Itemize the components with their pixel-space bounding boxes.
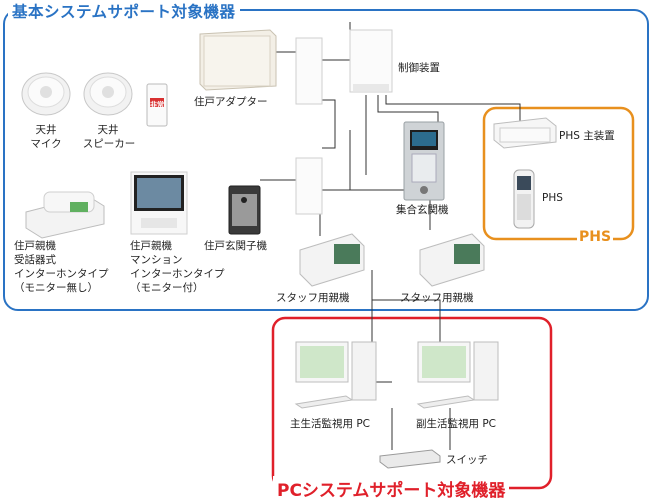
ceiling-mic-label-1: 天井 [35,124,57,136]
unit-master-1-line-4: （モニター無し） [14,282,98,294]
switch-device [379,449,441,469]
phs-handset-label: PHS [542,192,563,204]
ceiling-mic-device [21,72,71,116]
staff-master-device-1 [299,233,365,287]
terminal-box-2 [295,157,323,215]
ceiling-speaker-label-2: スピーカー [82,138,136,150]
phs-group-frame [482,106,635,241]
emergency-button-device [146,83,168,127]
adapter-device [199,29,277,91]
unit-master-handset-device [25,191,105,239]
main-pc-label: 主生活監視用 PC [290,418,371,430]
sub-pc-device [416,341,499,409]
controller-label: 制御装置 [398,62,440,74]
basic-group-frame [3,9,649,311]
phs-main-device [493,117,557,149]
unit-master-2-line-3: インターホンタイプ [130,268,225,280]
door-station-label: 住戸玄関子機 [204,240,267,252]
phs-group-title: PHS [577,229,614,245]
ceiling-speaker-label-1: 天井 [97,124,119,136]
phs-handset-device [513,169,535,229]
door-station-device [228,185,261,235]
unit-master-2-line-2: マンション [130,254,183,266]
staff-master-2-label: スタッフ用親機 [400,292,474,304]
unit-master-1-line-2: 受話器式 [14,254,56,266]
sub-pc-label: 副生活監視用 PC [416,418,497,430]
staff-master-device-2 [419,233,485,287]
unit-master-monitor-device [130,171,188,235]
adapter-label: 住戸アダプター [194,96,268,108]
unit-master-1-line-3: インターホンタイプ [14,268,109,280]
controller-device [349,29,393,93]
ceiling-mic-label-2: マイク [30,138,62,150]
terminal-box-1 [295,37,323,105]
switch-label: スイッチ [446,454,488,466]
unit-master-2-line-4: （モニター付） [130,282,204,294]
unit-master-2-line-1: 住戸親機 [130,240,172,252]
unit-master-1-line-1: 住戸親機 [14,240,56,252]
entrance-panel-device [403,121,445,201]
pc-group-title: PCシステムサポート対象機器 [273,476,510,501]
entrance-panel-label: 集合玄関機 [396,204,449,216]
staff-master-1-label: スタッフ用親機 [276,292,350,304]
emergency-button-text: 非常 [150,101,164,109]
phs-main-label: PHS 主装置 [559,130,615,142]
basic-group-title: 基本システムサポート対象機器 [8,0,240,22]
ceiling-speaker-device [83,72,133,116]
main-pc-device [294,341,377,409]
